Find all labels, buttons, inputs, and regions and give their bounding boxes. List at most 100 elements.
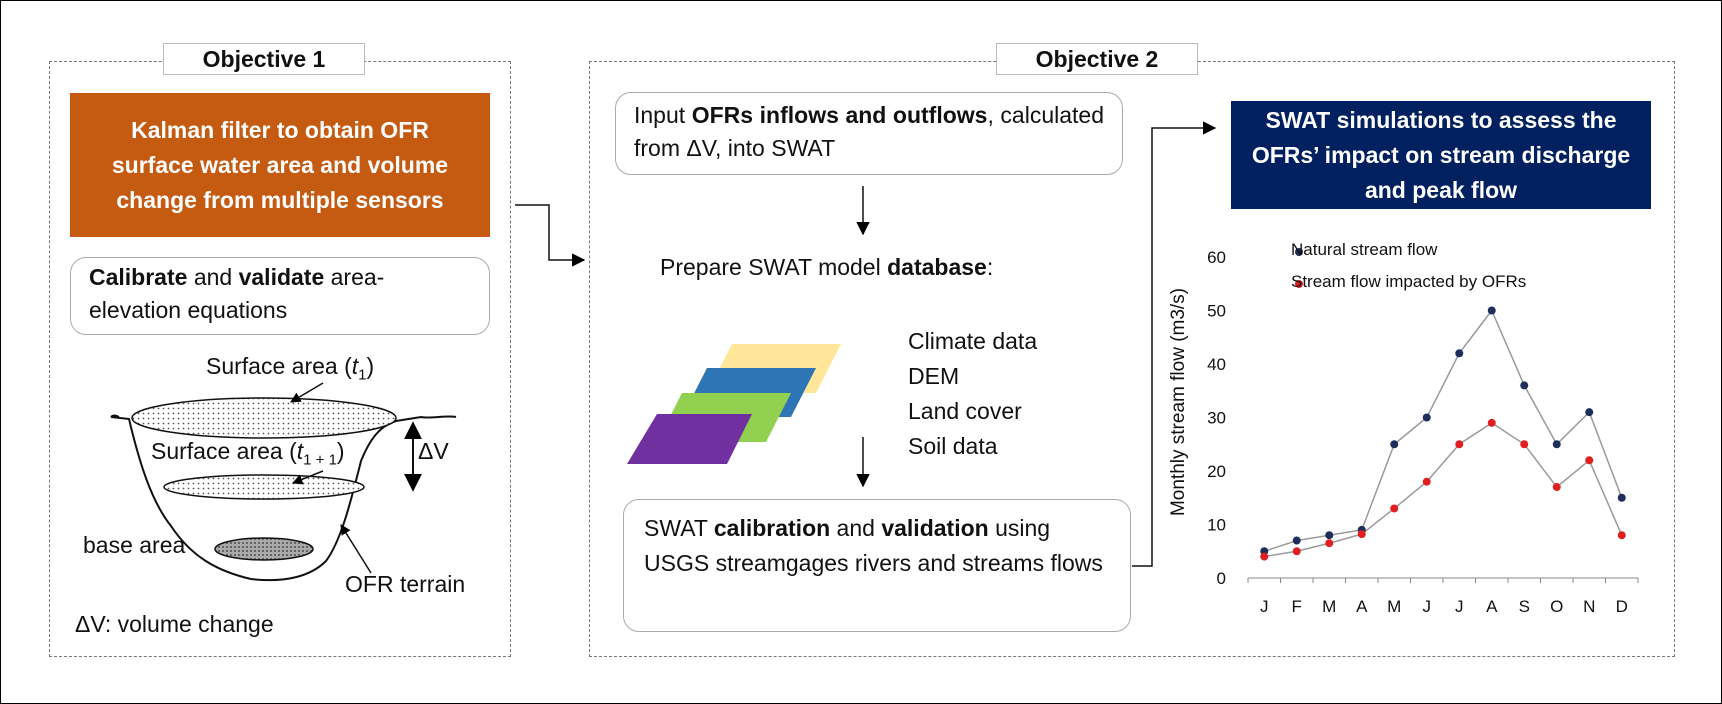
kalman-filter-box: Kalman filter to obtain OFR surface wate… — [70, 93, 490, 237]
base-area-label: base area — [83, 532, 186, 558]
y-tick-label: 30 — [1207, 409, 1226, 428]
soil-layer — [627, 414, 752, 464]
natural-flow-point — [1325, 531, 1334, 540]
impacted-flow-point — [1617, 531, 1626, 540]
surface-t2-pointer — [292, 470, 324, 485]
swat-simulations-box: SWAT simulations to assess the OFRs’ imp… — [1231, 101, 1651, 209]
prepare-pre: Prepare SWAT model — [660, 254, 888, 280]
prepare-post: : — [986, 254, 994, 280]
natural-flow-point — [1455, 349, 1464, 358]
validate-bold: validate — [238, 264, 325, 290]
natural-flow-point — [1617, 493, 1626, 502]
calibrate-box: Calibrate and validate area-elevation eq… — [70, 257, 490, 335]
impacted-flow-point — [1520, 440, 1529, 449]
x-tick-label: S — [1519, 597, 1530, 616]
impacted-flow-point — [1260, 552, 1269, 561]
objective1-label: Objective 1 — [163, 43, 365, 75]
x-tick-label: A — [1486, 597, 1498, 616]
natural-flow-line — [1264, 309, 1623, 552]
objective2-label: Objective 2 — [996, 43, 1198, 75]
surface-t1-suffix: ) — [366, 353, 375, 379]
swat-simulations-text: SWAT simulations to assess the OFRs’ imp… — [1251, 106, 1631, 203]
x-tick-label: O — [1550, 597, 1563, 616]
calibrate-bold: Calibrate — [89, 264, 188, 290]
x-tick-label: N — [1583, 597, 1595, 616]
impacted-flow-point — [1292, 547, 1301, 556]
cal-mid: and — [830, 515, 882, 541]
cal-post: using USGS streamgages rivers and stream… — [644, 515, 1103, 576]
layer-label-land-cover: Land cover — [908, 398, 1022, 424]
impacted-flow-point — [1325, 539, 1334, 548]
surface-area-t1-label: Surface area (t1) — [206, 353, 374, 384]
x-tick-label: A — [1356, 597, 1368, 616]
prepare-database-label: Prepare SWAT model database: — [660, 254, 993, 281]
layer-label-dem: DEM — [908, 363, 960, 389]
input-post: , calculated from ΔV, into SWAT — [634, 102, 1104, 161]
prepare-bold: database — [887, 254, 987, 280]
surface-t1-sub: 1 — [358, 366, 367, 384]
x-tick-label: J — [1423, 597, 1432, 616]
calibrate-and: and — [187, 264, 239, 290]
delta-v-legend: ΔV: volume change — [75, 611, 274, 637]
calibrate-rest: area-elevation equations — [89, 264, 385, 323]
legend-impacted-marker — [1295, 280, 1303, 288]
x-tick-label: M — [1322, 597, 1336, 616]
natural-flow-point — [1292, 536, 1301, 545]
surface-t1-prefix: Surface area ( — [206, 353, 352, 379]
x-tick-label: F — [1292, 597, 1302, 616]
connector-calibration-swat — [1132, 121, 1217, 567]
impacted-flow-line — [1264, 421, 1623, 558]
y-tick-label: 20 — [1207, 462, 1226, 481]
ofr-terrain-label: OFR terrain — [345, 571, 466, 597]
y-tick-label: 60 — [1207, 248, 1226, 267]
x-tick-label: D — [1616, 597, 1628, 616]
natural-flow-point — [1422, 413, 1431, 422]
impacted-flow-point — [1390, 504, 1399, 513]
surface-t2-sub: 1 + 1 — [303, 451, 337, 469]
surface-t1-var: t — [351, 353, 359, 379]
swat-calibration-box: SWAT calibration and validation using US… — [623, 499, 1131, 632]
impacted-flow-point — [1585, 456, 1594, 465]
y-tick-label: 10 — [1207, 516, 1226, 535]
surface-t2-var: t — [296, 438, 304, 464]
impacted-flow-point — [1487, 418, 1496, 427]
layer-label-climate: Climate data — [908, 328, 1038, 354]
layer-label-soil: Soil data — [908, 433, 998, 459]
cal-pre: SWAT — [644, 515, 714, 541]
cal-bold2: validation — [881, 515, 989, 541]
surface-area-t1-ellipse — [131, 397, 397, 439]
delta-v-label: ΔV — [418, 438, 449, 464]
surface-t2-suffix: ) — [336, 438, 345, 464]
impacted-flow-point — [1455, 440, 1464, 449]
input-bold: OFRs inflows and outflows — [691, 102, 988, 128]
impacted-flow-point — [1552, 483, 1561, 492]
impacted-flow-point — [1422, 477, 1431, 486]
x-tick-label: J — [1455, 597, 1464, 616]
surface-t2-prefix: Surface area ( — [151, 438, 297, 464]
natural-flow-point — [1552, 440, 1561, 449]
y-tick-label: 50 — [1207, 302, 1226, 321]
base-area-ellipse — [214, 537, 314, 561]
natural-flow-point — [1585, 408, 1594, 417]
input-ofrs-box: Input OFRs inflows and outflows, calcula… — [615, 92, 1123, 175]
legend-natural-text: Natural stream flow — [1291, 240, 1438, 259]
input-pre: Input — [634, 102, 692, 128]
surface-area-t2-ellipse — [163, 474, 365, 500]
connector-obj1-obj2 — [515, 204, 586, 267]
y-tick-label: 40 — [1207, 355, 1226, 374]
surface-t1-pointer — [290, 382, 324, 403]
impacted-flow-point — [1357, 530, 1366, 539]
kalman-filter-text: Kalman filter to obtain OFR surface wate… — [111, 116, 449, 213]
legend-natural: Natural stream flow — [1291, 240, 1437, 260]
natural-flow-point — [1390, 440, 1399, 449]
ofr-terrain-pointer — [340, 524, 372, 574]
natural-flow-point — [1487, 306, 1496, 315]
x-tick-label: M — [1387, 597, 1401, 616]
legend-impacted-text: Stream flow impacted by OFRs — [1291, 272, 1527, 291]
x-tick-label: J — [1260, 597, 1269, 616]
legend-impacted: Stream flow impacted by OFRs — [1291, 272, 1526, 292]
legend-natural-marker — [1295, 248, 1303, 256]
